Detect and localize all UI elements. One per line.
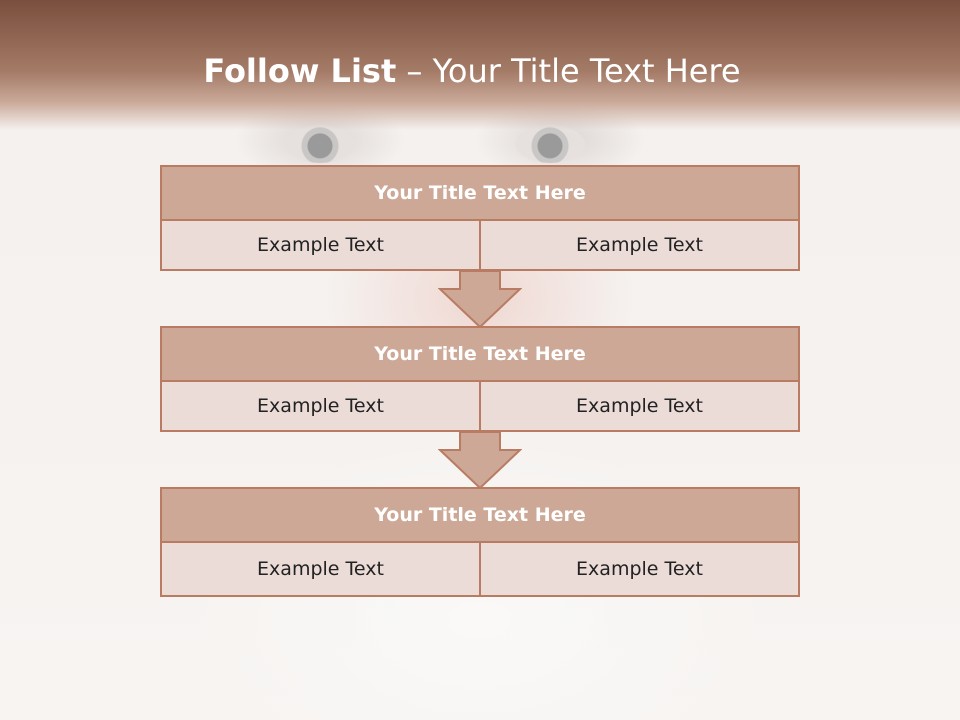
- step-cell-left: Example Text: [160, 221, 481, 271]
- step-block-2: Your Title Text Here Example Text Exampl…: [160, 326, 800, 432]
- step-cell-left: Example Text: [160, 382, 481, 432]
- down-arrow-icon: [438, 271, 522, 329]
- header-band: [0, 0, 960, 130]
- step-block-1: Your Title Text Here Example Text Exampl…: [160, 165, 800, 271]
- step-row: Example Text Example Text: [160, 382, 800, 432]
- step-row: Example Text Example Text: [160, 543, 800, 597]
- down-arrow-icon: [438, 432, 522, 490]
- step-row: Example Text Example Text: [160, 221, 800, 271]
- step-title: Your Title Text Here: [160, 326, 800, 382]
- step-cell-left: Example Text: [160, 543, 481, 597]
- slide-title-bold: Follow List: [203, 52, 397, 90]
- step-title: Your Title Text Here: [160, 487, 800, 543]
- step-cell-right: Example Text: [481, 221, 800, 271]
- step-cell-right: Example Text: [481, 543, 800, 597]
- step-title: Your Title Text Here: [160, 165, 800, 221]
- step-cell-right: Example Text: [481, 382, 800, 432]
- slide-title-rest: – Your Title Text Here: [396, 52, 741, 90]
- step-block-3: Your Title Text Here Example Text Exampl…: [160, 487, 800, 597]
- photo-eye-left: [285, 125, 355, 163]
- slide-title: Follow List – Your Title Text Here: [0, 52, 944, 90]
- photo-eye-right: [515, 125, 585, 163]
